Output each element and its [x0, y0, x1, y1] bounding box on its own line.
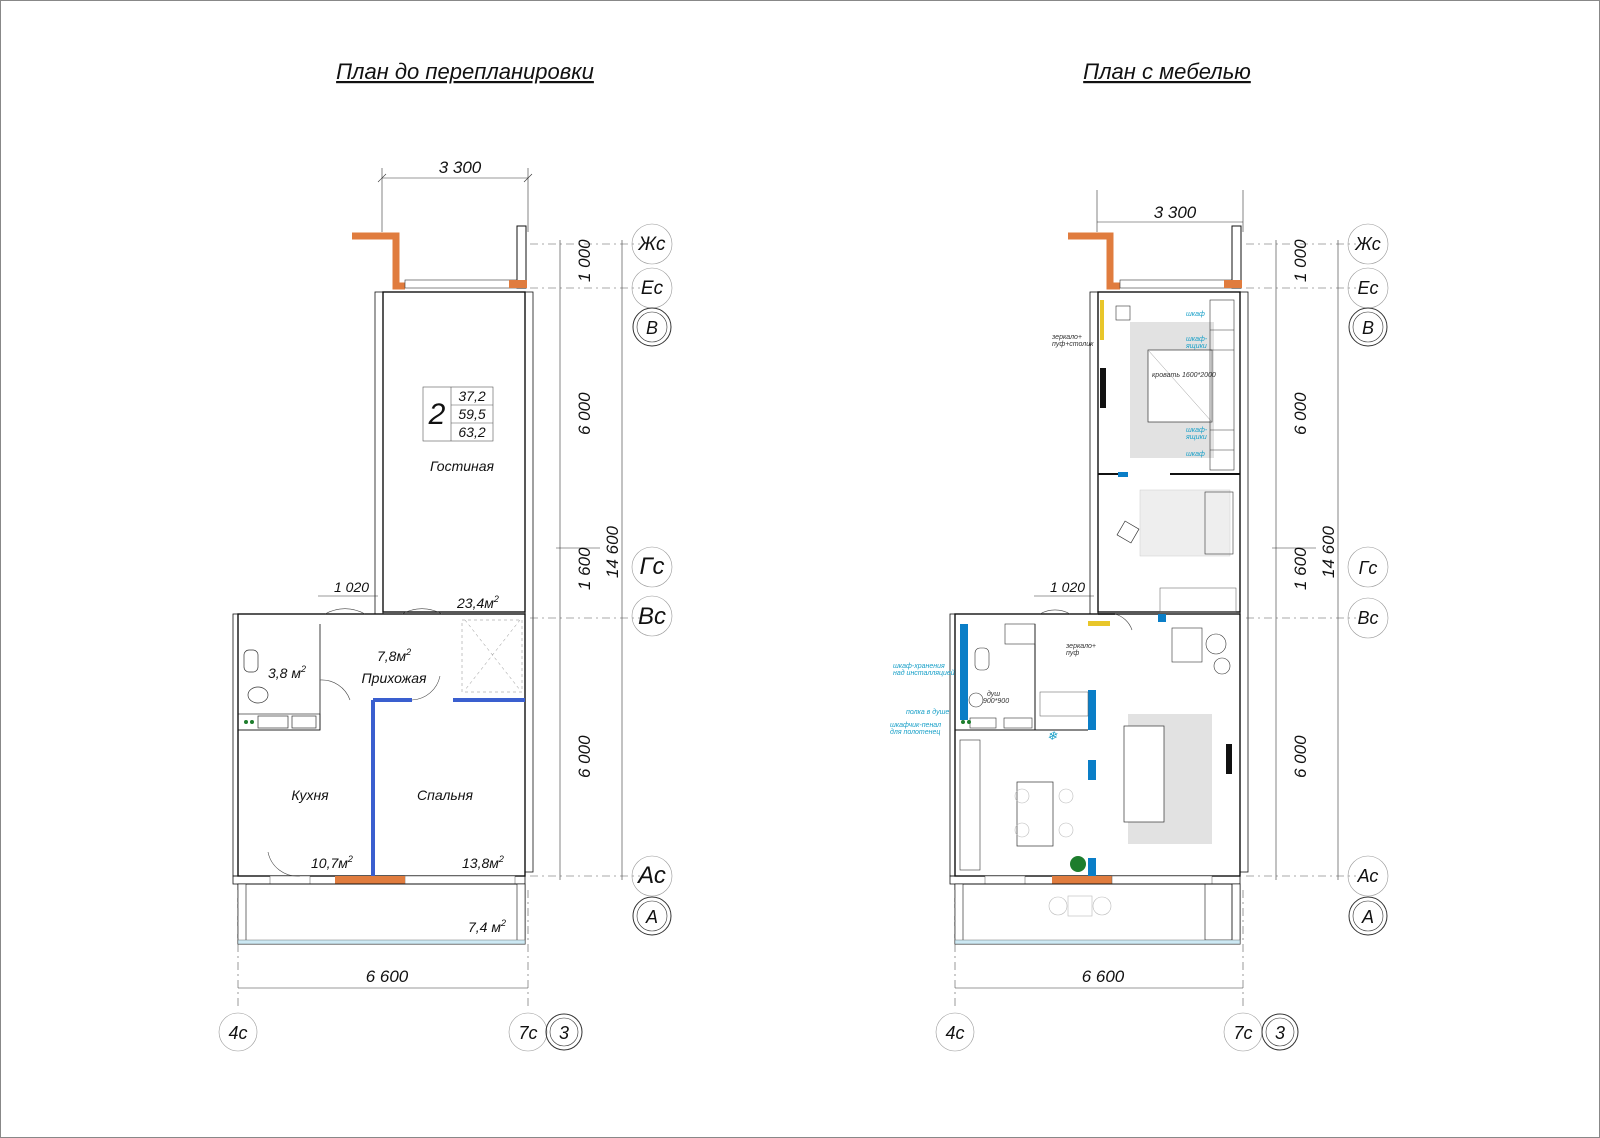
plan-before-title: План до перепланировки [336, 59, 594, 84]
axis-es-after: Ес [1357, 278, 1378, 298]
plan-after-title: План с мебелью [1083, 59, 1251, 84]
dim-top-width-label: 3 300 [439, 158, 482, 177]
dim-door: 1 020 [334, 579, 369, 595]
axis-gs: Гс [639, 553, 664, 580]
dim-top-width: 3 300 [377, 158, 533, 232]
dim-1000-after: 1 000 [1291, 239, 1310, 282]
tv [1226, 744, 1232, 774]
note-bed: кровать 1600*2000 [1152, 372, 1216, 379]
axis-4c-after: 4с [945, 1023, 964, 1043]
note-mirror-1b: пуф+столик [1052, 341, 1094, 348]
axis-7c: 7с [518, 1023, 537, 1043]
area-balcony: 7,4 м2 [468, 918, 506, 935]
apartment-badge: 2 37,2 59,5 63,2 [422, 386, 494, 442]
carpet-living [1139, 489, 1231, 557]
dim-6000-bottom: 6 000 [575, 735, 594, 778]
note-mirror-1: зеркало+ [1051, 334, 1082, 341]
area-hall: 7,8м2 [377, 647, 411, 664]
column-top [516, 225, 527, 289]
axis-zhs: Жс [638, 234, 666, 255]
badge-area-1: 37,2 [458, 388, 485, 404]
ac-icon: ❄ [1047, 729, 1058, 743]
window-top [404, 279, 518, 289]
axis-as: Ас [636, 862, 666, 889]
axis-a-after: А [1361, 907, 1374, 927]
living-room-outline [382, 291, 526, 613]
dim-1000: 1 000 [575, 239, 594, 282]
room-bedroom: Спальня [417, 787, 473, 803]
plan-after: План с мебелью 3 300 [890, 59, 1389, 1052]
room-kitchen: Кухня [291, 787, 329, 803]
room-hall: Прихожая [362, 670, 427, 686]
dim-top-width-after: 3 300 [1154, 203, 1197, 222]
dining-table [1016, 781, 1054, 847]
note-pencil-b: для полотенец [890, 728, 940, 736]
dim-1600: 1 600 [575, 547, 594, 590]
note-mirror-2: зеркало+ [1065, 643, 1096, 650]
balcony-parapet [352, 232, 405, 290]
note-storage: шкаф-хранения [893, 663, 945, 670]
axis-vs: Вс [638, 603, 666, 630]
room-living: Гостиная [430, 458, 495, 474]
dim-6000-top: 6 000 [575, 392, 594, 435]
axis-as-after: Ас [1357, 866, 1379, 886]
note-wardrobe-2: шкаф [1186, 451, 1205, 458]
storage-blue [960, 624, 968, 720]
wardrobe-bedroom [1209, 299, 1235, 471]
dim-bottom-width: 6 600 [366, 967, 409, 986]
balcony-bottom [237, 883, 526, 945]
axis-zhs-after: Жс [1354, 234, 1381, 254]
note-shower: душ [987, 690, 1000, 698]
axis-vs-after: Вс [1357, 608, 1378, 628]
note-mirror-2b: пуф [1066, 650, 1079, 657]
area-living: 23,4м2 [456, 594, 499, 611]
axis-gs-after: Гс [1359, 558, 1378, 578]
note-wardrobe-1: шкаф [1186, 311, 1205, 318]
dim-1600-after: 1 600 [1291, 547, 1310, 590]
sofa-lounge [1123, 725, 1165, 823]
note-shower-size: 900*900 [983, 698, 1009, 705]
note-drawers-1: шкаф- [1186, 336, 1208, 343]
area-bedroom: 13,8м2 [462, 854, 504, 871]
axis-v: В [646, 318, 658, 338]
axis-3-after: 3 [1275, 1023, 1285, 1043]
area-kitchen: 10,7м2 [311, 854, 353, 871]
note-drawers-2: шкаф- [1186, 427, 1208, 434]
axis-a: А [645, 907, 658, 927]
dim-6000-top-after: 6 000 [1291, 392, 1310, 435]
axis-v-after: В [1362, 318, 1374, 338]
note-drawers-2b: ящики [1185, 434, 1207, 441]
axis-4c: 4с [228, 1023, 247, 1043]
note-shelf: полка в душе [906, 708, 949, 716]
dim-6000-bottom-after: 6 000 [1291, 735, 1310, 778]
dim-bottom-width-after: 6 600 [1082, 967, 1125, 986]
plan-before: План до перепланировки 3 300 [218, 59, 673, 1052]
dim-chain-right: 1 000 6 000 1 600 6 000 14 600 [530, 239, 640, 880]
sofa-living [1204, 491, 1234, 555]
brick-top-right [509, 280, 527, 288]
axis-7c-after: 7с [1233, 1023, 1252, 1043]
badge-rooms: 2 [428, 398, 446, 431]
dim-14600-after: 14 600 [1319, 525, 1338, 578]
note-storage-b: над инсталляцией [893, 669, 955, 677]
badge-area-2: 59,5 [458, 406, 485, 422]
note-pencil: шкафчик-пенал [890, 722, 941, 729]
area-bath: 3,8 м2 [268, 664, 306, 681]
dim-door-after: 1 020 [1050, 579, 1085, 595]
badge-area-3: 63,2 [458, 424, 485, 440]
plant-icon [1070, 856, 1086, 872]
note-drawers-1b: ящики [1185, 343, 1207, 350]
kitchen-counter [959, 739, 981, 871]
axis-es: Ес [641, 278, 664, 299]
dim-14600: 14 600 [603, 525, 622, 578]
axis-3: 3 [559, 1023, 569, 1043]
